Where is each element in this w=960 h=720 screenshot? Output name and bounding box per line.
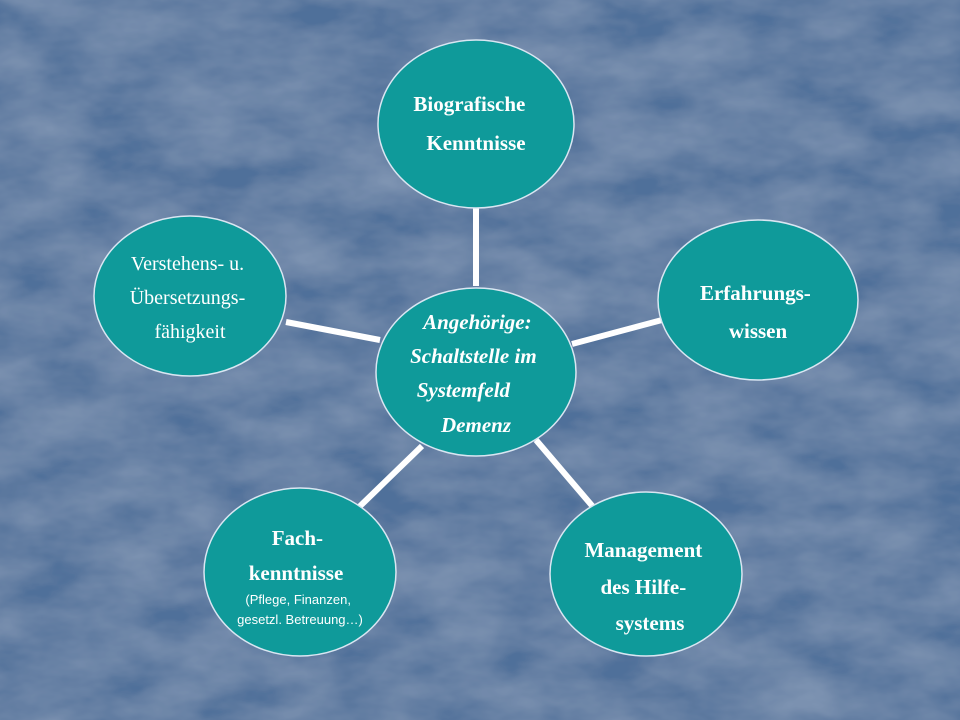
- connector-management: [533, 438, 597, 510]
- node-fach-sub-line-2: gesetzl. Betreuung…): [237, 612, 363, 627]
- center-node-circle: [375, 287, 577, 457]
- node-verstehens-line-3: fähigkeit: [154, 321, 226, 343]
- center-node-line-2: Schaltstelle im: [410, 344, 537, 368]
- center-node-line-4: Demenz: [440, 413, 512, 437]
- node-biografische-line-2: Kenntnisse: [426, 131, 525, 155]
- svg-text:Fach- kenntnisse: Fach- kenntnisse: [249, 526, 344, 585]
- node-management-line-2: des Hilfe-: [601, 575, 687, 599]
- node-verstehens-line-1: Verstehens- u.: [131, 253, 244, 275]
- connector-fach: [353, 443, 425, 513]
- node-biografische-line-1: Biografische: [413, 92, 525, 116]
- center-node-line-3: Systemfeld: [417, 378, 511, 402]
- node-biografische-circle: [377, 39, 575, 209]
- node-biografische: Biografische Kenntnisse: [377, 39, 575, 209]
- connectors: [285, 206, 663, 513]
- connector-erfahrung: [571, 317, 663, 347]
- svg-text:Management des Hilfe-: Management des Hilfe- systems: [584, 538, 707, 635]
- svg-text:Erfahrungs- wissen: Erfahrungs- wissen: [700, 281, 816, 343]
- svg-text:Verstehens- u. Übersetzu: Verstehens- u. Übersetzungs- fähigkeit: [130, 253, 251, 343]
- node-management: Management des Hilfe- systems: [549, 491, 743, 657]
- node-fach-circle: [203, 487, 397, 657]
- node-verstehens: Verstehens- u. Übersetzungs- fähigkeit: [93, 215, 287, 377]
- node-management-line-1: Management: [584, 538, 702, 562]
- node-erfahrung: Erfahrungs- wissen: [657, 219, 859, 381]
- node-verstehens-circle: [93, 215, 287, 377]
- node-fach-sub-line-1: (Pflege, Finanzen,: [245, 592, 351, 607]
- node-erfahrung-line-2: wissen: [729, 319, 788, 343]
- svg-text:(Pflege, Finanzen, geset: (Pflege, Finanzen, gesetzl. Betreuung…): [237, 592, 363, 627]
- center-node-line-1: Angehörige:: [421, 310, 532, 334]
- node-fach: Fach- kenntnisse (Pflege, Finanzen, gese…: [203, 487, 397, 657]
- node-fach-line-2: kenntnisse: [249, 561, 344, 585]
- node-management-line-3: systems: [616, 611, 685, 635]
- node-erfahrung-line-1: Erfahrungs-: [700, 281, 811, 305]
- connector-verstehens: [285, 319, 381, 343]
- svg-text:Angehörige: Schaltstelle: Angehörige: Schaltstelle im Systemfeld D…: [410, 310, 542, 437]
- node-fach-line-1: Fach-: [272, 526, 323, 550]
- center-node: Angehörige: Schaltstelle im Systemfeld D…: [375, 287, 577, 457]
- node-management-circle: [549, 491, 743, 657]
- svg-text:Biografische Kenntnisse: Biografische Kenntnisse: [413, 92, 530, 155]
- node-erfahrung-circle: [657, 219, 859, 381]
- node-verstehens-line-2: Übersetzungs-: [130, 286, 246, 309]
